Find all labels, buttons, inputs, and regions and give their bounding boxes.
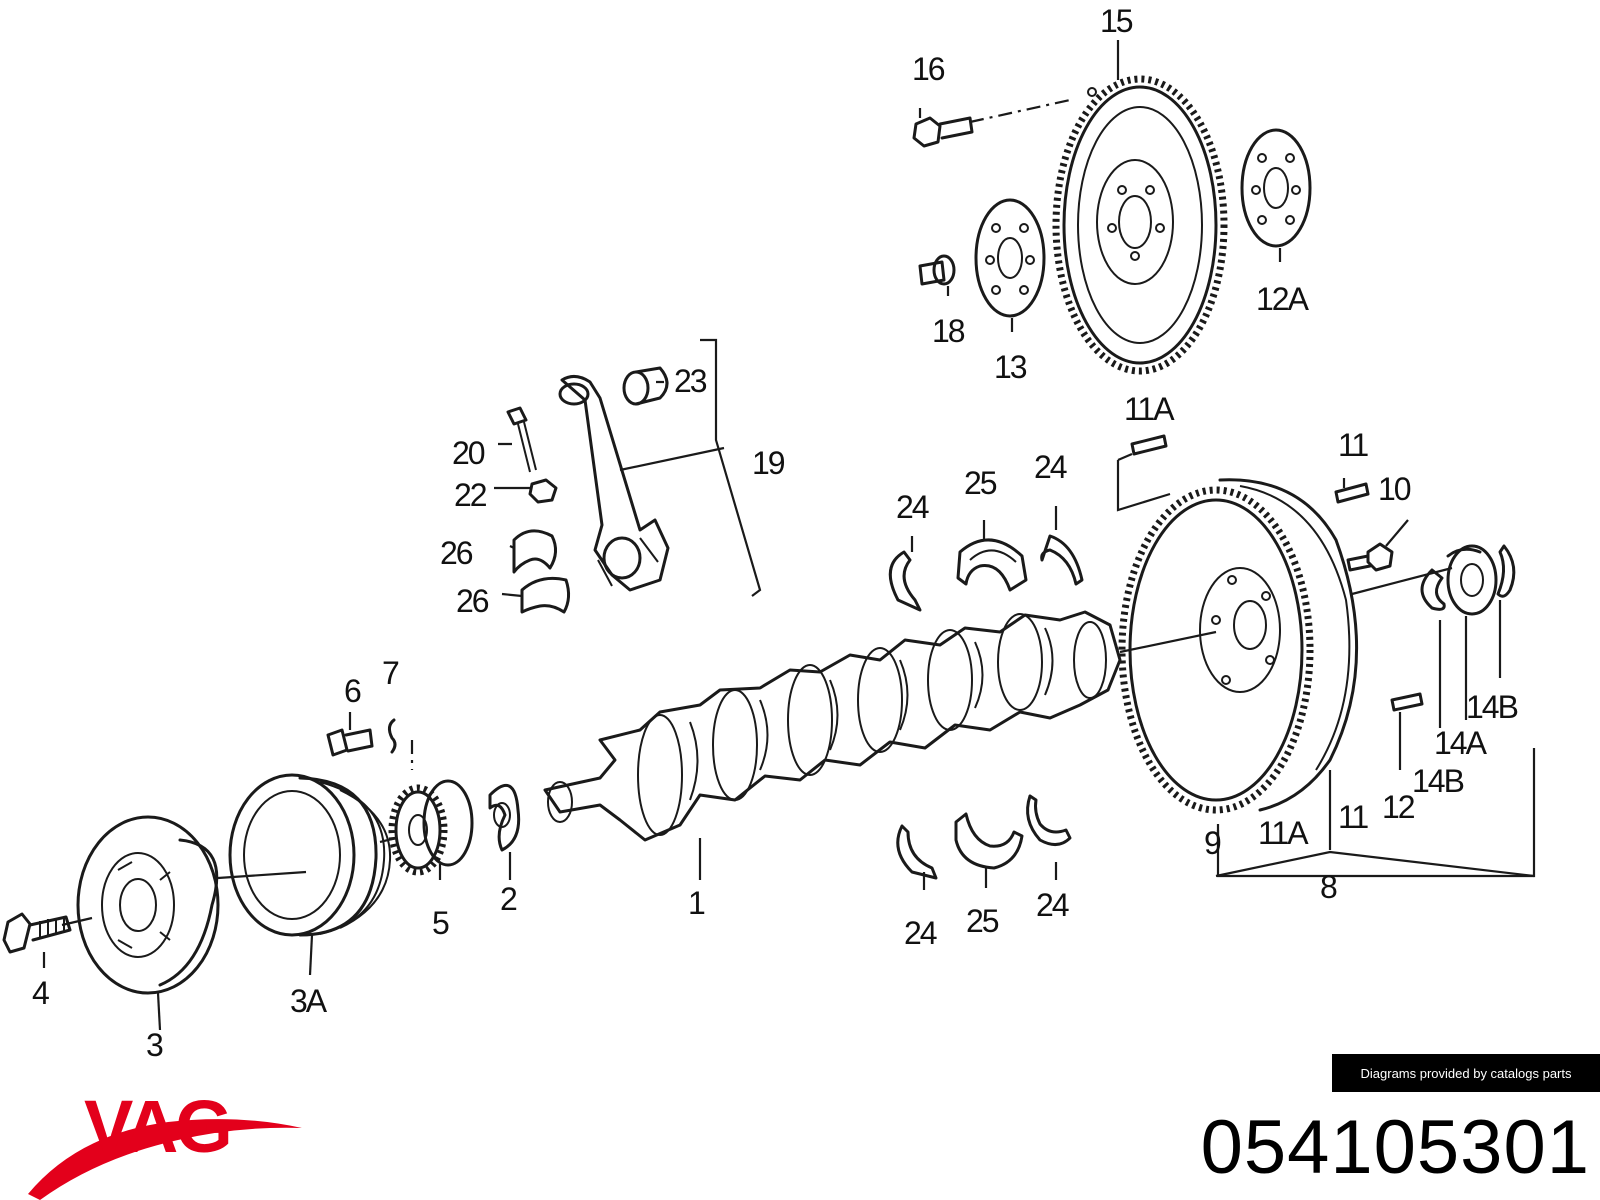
callout-22: 22 (454, 477, 487, 513)
connecting-rod (558, 375, 670, 592)
timing-sprocket (388, 779, 474, 876)
pin-12 (1390, 692, 1424, 712)
woodruff-key (387, 718, 397, 754)
callout-20: 20 (452, 435, 485, 471)
callout-13: 13 (994, 349, 1027, 385)
callout-19: 19 (752, 445, 785, 481)
callout-23: 23 (674, 363, 707, 399)
credit-banner: Diagrams provided by catalogs parts (1332, 1054, 1600, 1092)
main-bearing-upper (956, 538, 1028, 592)
thrust-ring-upper-left (888, 550, 922, 612)
flywheel-bolt (912, 116, 974, 148)
main-bearing-lower (954, 812, 1024, 870)
callout-25-top: 25 (964, 465, 997, 501)
dowel-pin-11a (1130, 434, 1168, 456)
callout-24-d: 24 (1036, 887, 1069, 923)
callout-25-bottom: 25 (966, 903, 999, 939)
callout-6: 6 (344, 673, 362, 709)
dual-mass-flywheel (1118, 478, 1359, 814)
callout-24-c: 24 (904, 915, 937, 951)
callout-26-b: 26 (456, 583, 489, 619)
pressure-plate-washer (1240, 128, 1312, 248)
pulley-bolt (2, 912, 72, 954)
callout-11a-top: 11A (1124, 391, 1175, 427)
callout-11a-bottom: 11A (1258, 815, 1309, 851)
callout-26-a: 26 (440, 535, 473, 571)
callout-18: 18 (932, 313, 965, 349)
flywheel (1052, 75, 1228, 375)
thrust-ring-lower-right (1026, 794, 1072, 846)
crankshaft (543, 610, 1122, 842)
callout-11-bottom: 11 (1338, 799, 1368, 835)
callout-3: 3 (146, 1027, 164, 1063)
needle-bearing (1446, 544, 1498, 616)
sprocket-bolt (326, 728, 374, 757)
callout-14b-lower: 14B (1412, 763, 1464, 799)
thrust-ring-upper-right (1040, 534, 1084, 586)
vag-logo: VAG (28, 1085, 302, 1200)
bolt-10 (1346, 542, 1394, 572)
vibration-damper (228, 773, 392, 937)
pilot-bushing (918, 254, 956, 286)
callout-15: 15 (1100, 3, 1133, 39)
callout-12: 12 (1382, 789, 1415, 825)
callout-12a: 12A (1256, 281, 1310, 317)
circlip-outer (1496, 544, 1516, 598)
callout-1: 1 (688, 885, 706, 921)
callout-8: 8 (1320, 869, 1338, 905)
circlip-inner (1420, 568, 1446, 611)
small-end-bushing (622, 366, 669, 406)
callout-24-b: 24 (1034, 449, 1067, 485)
rod-bearing-upper (512, 529, 557, 574)
thrust-washer (488, 783, 521, 852)
callout-24-a: 24 (896, 489, 929, 525)
rod-bearing-lower (520, 576, 571, 614)
logo-text: VAG (84, 1085, 230, 1168)
crank-pulley (76, 815, 220, 995)
callout-11-top: 11 (1338, 427, 1368, 463)
part-number: 054105301 (1200, 1105, 1590, 1190)
flywheel-spacer-plate (974, 198, 1046, 318)
callout-4: 4 (32, 975, 50, 1011)
callout-5: 5 (432, 905, 450, 941)
callout-14a: 14A (1434, 725, 1488, 761)
callout-16: 16 (912, 51, 945, 87)
dowel-pin-11 (1334, 482, 1370, 504)
callout-9: 9 (1204, 825, 1222, 861)
rod-nut (528, 478, 558, 504)
callout-10: 10 (1378, 471, 1411, 507)
callout-3a: 3A (290, 983, 328, 1019)
callout-7: 7 (382, 655, 400, 691)
callout-2: 2 (500, 881, 518, 917)
callout-14b-upper: 14B (1466, 689, 1518, 725)
rod-bolt (506, 406, 537, 473)
logo-swoosh (28, 1119, 302, 1200)
thrust-ring-lower-left (896, 824, 938, 880)
